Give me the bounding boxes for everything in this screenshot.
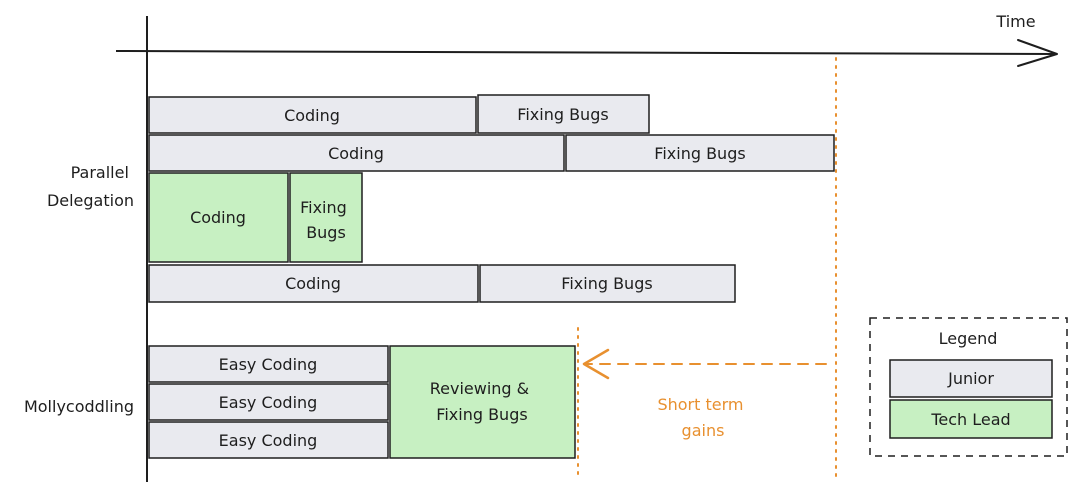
easy-coding-block xyxy=(148,345,389,383)
coding-block-label: Coding xyxy=(285,274,341,293)
fixing-bugs-block-label: Fixing Bugs xyxy=(654,144,745,163)
coding-block xyxy=(148,264,479,303)
mollycoddling-group: Easy Coding Easy Coding Easy Coding Revi… xyxy=(148,345,576,459)
legend-swatch-junior xyxy=(889,359,1053,398)
coding-block-label: Coding xyxy=(328,144,384,163)
easy-coding-block xyxy=(148,421,389,459)
reviewing-block-label: Reviewing & Fixing Bugs xyxy=(430,379,534,424)
legend-label-junior: Junior xyxy=(947,369,994,388)
section-label-parallel-delegation: Parallel Delegation xyxy=(47,163,134,210)
parallel-row-2: Coding Fixing Bugs xyxy=(148,134,835,172)
fixing-bugs-block-label: Fixing Bugs xyxy=(561,274,652,293)
section-label-mollycoddling: Mollycoddling xyxy=(24,397,134,416)
time-axis xyxy=(115,50,1056,55)
easy-coding-block-label: Easy Coding xyxy=(219,431,318,450)
time-label: Time xyxy=(995,12,1035,31)
legend-swatch-tech-lead xyxy=(889,399,1053,439)
fixing-bugs-block xyxy=(565,134,835,172)
parallel-row-3: Coding Fixing Bugs xyxy=(148,172,363,263)
legend-frame xyxy=(869,317,1068,457)
short-term-gains-label: Short term gains xyxy=(657,395,748,440)
fixing-bugs-block xyxy=(479,264,736,303)
arrow-left-icon xyxy=(582,348,610,380)
fixing-bugs-block-label: Fixing Bugs xyxy=(517,105,608,124)
easy-coding-block-label: Easy Coding xyxy=(219,355,318,374)
fixing-bugs-block xyxy=(477,94,650,134)
coding-block-label: Coding xyxy=(190,208,246,227)
easy-coding-block xyxy=(148,383,389,421)
fixing-bugs-block-lead xyxy=(289,172,363,263)
legend-label-tech-lead: Tech Lead xyxy=(930,410,1010,429)
coding-block-label: Coding xyxy=(284,106,340,125)
time-arrow-icon xyxy=(1017,39,1058,67)
reviewing-block-lead xyxy=(389,345,576,459)
coding-block xyxy=(148,134,565,172)
coding-block-lead xyxy=(148,172,289,263)
parallel-row-1: Coding Fixing Bugs xyxy=(148,94,650,134)
easy-coding-block-label: Easy Coding xyxy=(219,393,318,412)
coding-block xyxy=(148,96,477,134)
parallel-row-4: Coding Fixing Bugs xyxy=(148,264,736,303)
fixing-bugs-block-label: Fixing Bugs xyxy=(300,198,352,242)
legend-title: Legend xyxy=(939,329,998,348)
legend: Legend Junior Tech Lead xyxy=(869,317,1068,457)
